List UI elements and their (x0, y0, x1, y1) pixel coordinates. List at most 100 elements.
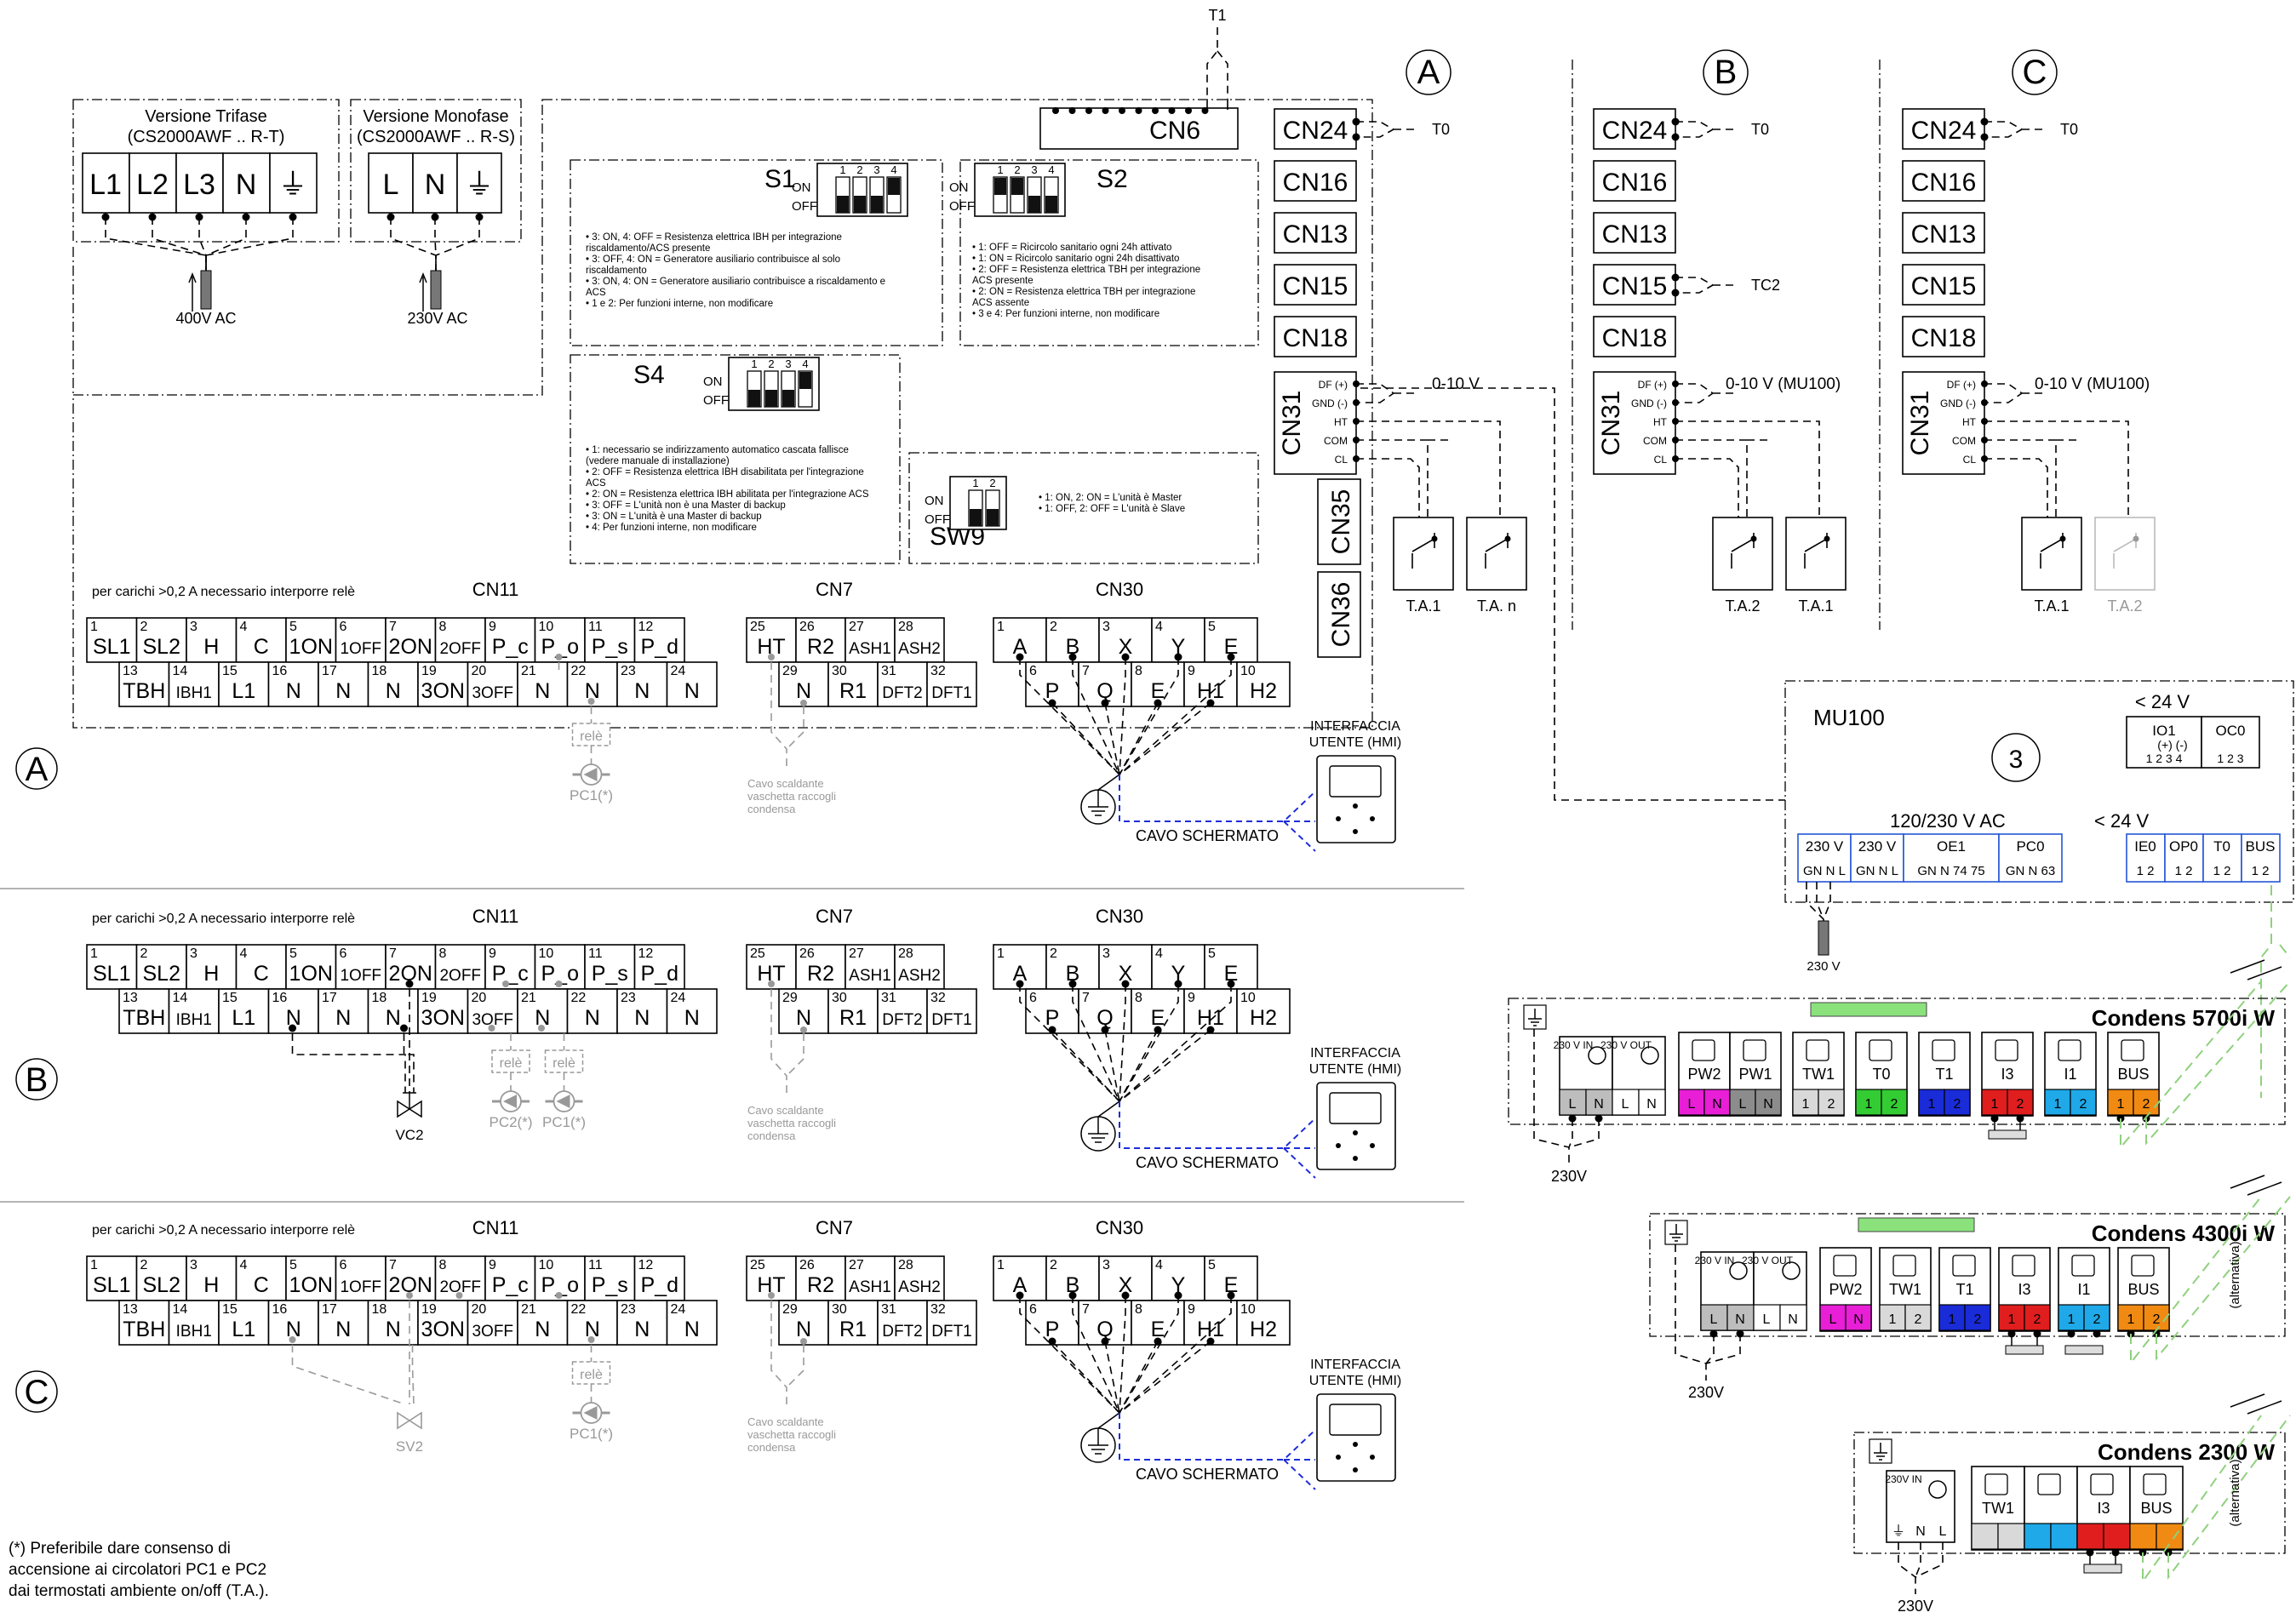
cn11-terminal (566, 988, 618, 1034)
terminal-number: 8 (1135, 664, 1142, 678)
cn31-pin-label: GND (-) (1631, 397, 1667, 409)
terminal-pin-label: 2 (2153, 1312, 2161, 1327)
terminal-pin-label: 1 (1802, 1097, 1810, 1112)
terminal-number: 6 (1029, 991, 1037, 1005)
thermostat-label: T.A.1 (2034, 597, 2069, 615)
terminal-number: 9 (489, 1258, 496, 1272)
block-pins: 1 2 (2137, 864, 2155, 878)
block-pins: 1 2 (2175, 864, 2193, 878)
terminal-number: 2 (140, 620, 148, 634)
terminal-name: A (1013, 635, 1028, 659)
block-head: OE1 (1937, 838, 1966, 855)
cn11-terminal (434, 1255, 486, 1301)
hmi-button[interactable] (1353, 1442, 1358, 1447)
terminal-icon (2012, 1255, 2035, 1277)
sw9-note-line: • 1: ON, 2: ON = L'unità è Master (1039, 493, 1182, 503)
room-thermostat (1785, 517, 1847, 591)
terminal-name: H2 (1250, 679, 1277, 703)
terminal-number: 5 (289, 620, 297, 634)
connector-label: CN15 (1283, 272, 1348, 300)
s4-note-line: • 3: OFF = L'unità non è una Master di b… (586, 500, 786, 511)
terminal-name: H (203, 635, 219, 659)
heating-cable-label: vaschetta raccogli (747, 1428, 836, 1441)
hmi-button[interactable] (1353, 803, 1358, 809)
terminal-name: Q (1096, 1006, 1113, 1030)
terminal-name: N (386, 1006, 401, 1030)
cn7-terminal (795, 944, 846, 990)
terminal-number: 17 (322, 1302, 337, 1317)
s4-note-line: ACS (586, 478, 606, 489)
terminal-pin (2024, 1304, 2051, 1331)
hmi-label-1: INTERFACCIA (1310, 719, 1400, 734)
terminal-name: R2 (807, 635, 834, 659)
terminal-dot (406, 1292, 413, 1299)
terminal-name: N (286, 1006, 301, 1030)
hmi-label-1: INTERFACCIA (1310, 1358, 1400, 1372)
cn11-terminal (633, 617, 685, 663)
terminal-number: 13 (123, 664, 138, 678)
io1-pins: 1 2 3 4 (2146, 752, 2183, 765)
terminal-name: DFT1 (931, 1323, 972, 1341)
connector-label: CN18 (1911, 324, 1977, 352)
section-circle (15, 1058, 58, 1101)
terminal-icon (1806, 1039, 1829, 1061)
hmi-button[interactable] (1370, 1455, 1375, 1460)
hmi-button[interactable] (1353, 1467, 1358, 1472)
mu100-lt24-bottom: < 24 V (2094, 810, 2150, 832)
hmi-button[interactable] (1336, 816, 1341, 821)
cn7-terminal (877, 661, 928, 707)
s4-title: S4 (633, 361, 665, 389)
terminal-number: 28 (898, 1258, 913, 1272)
terminal-pin (2076, 1523, 2104, 1550)
mu100-terminal-block (2164, 833, 2204, 883)
terminal-pin-label: N (1712, 1097, 1722, 1112)
earth-icon (1528, 1009, 1542, 1026)
cn11-terminal (367, 661, 419, 707)
terminal-name: N (684, 1318, 700, 1341)
terminal-dot (800, 1026, 807, 1033)
block-pins: 1 2 (2252, 864, 2270, 878)
cn11-terminal (86, 617, 138, 663)
terminal-name: IBH1 (176, 1323, 212, 1341)
terminal-pin-label: 1 (1865, 1097, 1873, 1112)
hmi-button[interactable] (1353, 1130, 1358, 1135)
terminal-pin-label: L (1829, 1312, 1837, 1327)
cn30-terminal (1025, 1300, 1079, 1346)
terminal-name: H2 (1250, 1318, 1277, 1341)
terminal-name: TBH (123, 679, 165, 703)
hmi-button[interactable] (1336, 1143, 1341, 1148)
cn7-title: CN7 (816, 579, 853, 600)
dip-lever (987, 509, 999, 526)
cn7-terminal (795, 1255, 846, 1301)
terminal-pin-label: 1 (2127, 1312, 2135, 1327)
hmi-button[interactable] (1353, 829, 1358, 834)
terminal-pin (2083, 1304, 2110, 1331)
terminal-name: P_s (592, 1273, 628, 1297)
terminal-icon (1892, 1255, 1916, 1277)
terminal-pin (1944, 1089, 1971, 1116)
terminal-number: 16 (272, 664, 288, 678)
column-a-circle-label: A (1417, 54, 1440, 91)
terminal-name: R2 (807, 962, 834, 986)
dip-lever (765, 390, 777, 407)
hmi-button[interactable] (1336, 1455, 1341, 1460)
cn6-label: CN6 (1149, 117, 1200, 145)
cn11-terminal (584, 944, 636, 990)
terminal-name: H1 (1197, 1006, 1224, 1030)
connector-label: CN16 (1283, 169, 1348, 197)
hmi-label-2: UTENTE (HMI) (1309, 1062, 1401, 1077)
terminal-number: 3 (190, 620, 198, 634)
terminal-dot (538, 1025, 545, 1032)
trifase-terminal-label: N (236, 169, 257, 201)
terminal-pin-label: 2 (1891, 1097, 1898, 1112)
hmi-button[interactable] (1370, 1143, 1375, 1148)
terminal-number: 29 (782, 664, 798, 678)
hmi-button[interactable] (1370, 816, 1375, 821)
terminal-number: 1 (90, 1258, 98, 1272)
cn11-terminal (118, 988, 170, 1034)
block-pins: GN N L (1803, 864, 1846, 878)
terminal-pin (1855, 1089, 1882, 1116)
terminal-pin-label: 2 (1974, 1312, 1982, 1327)
hmi-button[interactable] (1353, 1156, 1358, 1161)
